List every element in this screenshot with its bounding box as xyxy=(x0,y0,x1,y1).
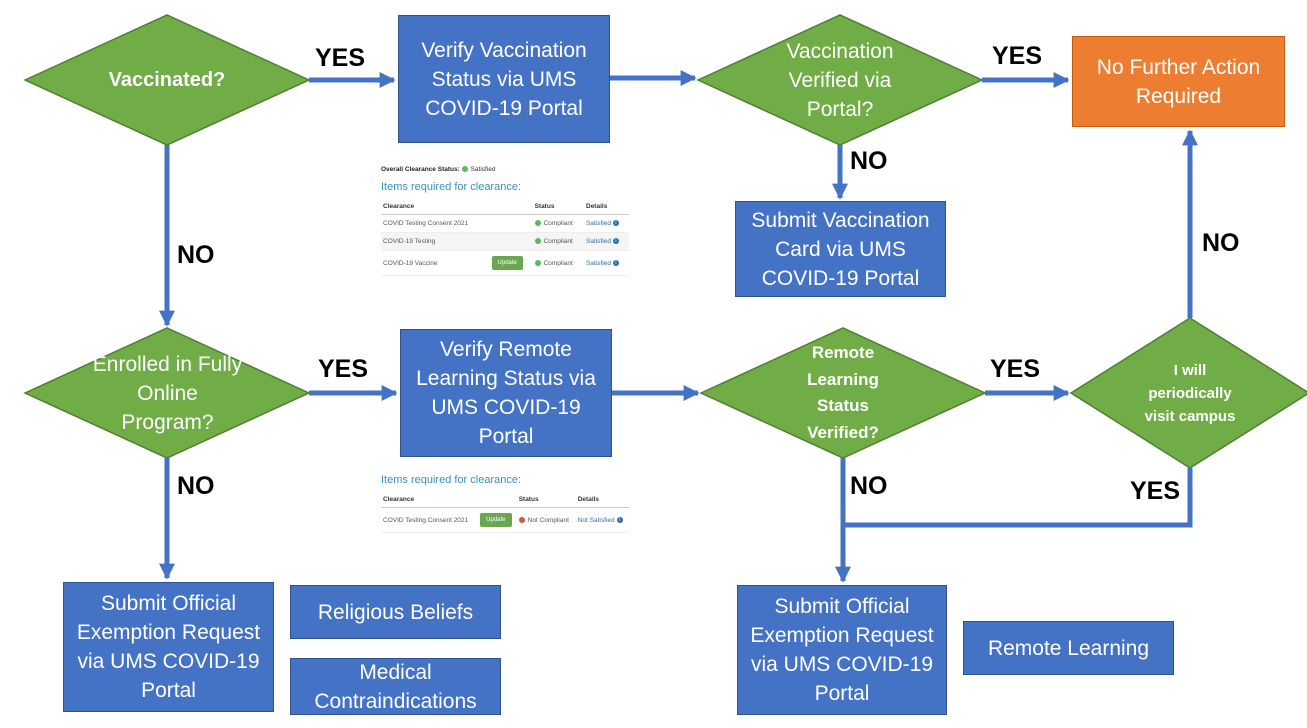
label-yes-verified: YES xyxy=(992,42,1043,70)
medical-contraindications-box: Medical Contraindications xyxy=(290,658,501,715)
clearance-name: COVID-19 Vaccine xyxy=(381,250,490,276)
details-link[interactable]: Satisfied xyxy=(586,238,611,245)
label-no-verified: NO xyxy=(850,147,888,175)
label-no-visit-campus: NO xyxy=(1202,229,1240,257)
table-row: COVID Testing Consent 2021 Compliant Sat… xyxy=(381,214,629,233)
clearance-status: Compliant xyxy=(543,259,573,267)
decision-visit-campus: I will periodically visit campus xyxy=(1144,361,1236,425)
label-yes-vaccinated: YES xyxy=(315,44,366,72)
label-no-enrolled: NO xyxy=(177,472,215,500)
decision-enrolled-online: Enrolled in Fully Online Program? xyxy=(92,352,243,434)
label-yes-visit-campus: YES xyxy=(1130,477,1181,505)
info-icon: i xyxy=(612,220,619,227)
label-no-vaccinated: NO xyxy=(177,241,215,269)
label-no-remote: NO xyxy=(850,472,888,500)
overall-status-value: Satisfied xyxy=(470,166,496,173)
column-header: Clearance xyxy=(381,199,490,215)
column-header: Clearance xyxy=(381,492,479,508)
status-ok-icon xyxy=(461,166,468,173)
verify-remote-learning-box: Verify Remote Learning Status via UMS CO… xyxy=(400,329,612,457)
column-header xyxy=(478,492,517,508)
column-header: Details xyxy=(575,492,629,508)
clearance-name: COVID-19 Testing xyxy=(381,232,490,251)
error-icon xyxy=(518,516,525,523)
clearance-screenshot-compliant: Overall Clearance Status: Satisfied Item… xyxy=(381,166,629,276)
label-yes-remote: YES xyxy=(990,355,1041,383)
update-button[interactable]: Update xyxy=(480,513,512,527)
clearance-table: Clearance Status Details COVID Testing C… xyxy=(381,492,629,533)
exemption-request-right-box: Submit Official Exemption Request via UM… xyxy=(737,585,947,715)
info-icon: i xyxy=(612,259,619,266)
table-header: Clearance Status Details xyxy=(381,199,629,215)
column-header xyxy=(489,199,533,215)
line-visit-campus-yes xyxy=(843,468,1193,528)
check-icon xyxy=(534,220,541,227)
info-icon: i xyxy=(616,516,623,523)
decision-visit-campus-shape xyxy=(1069,317,1307,469)
details-link[interactable]: Not Satisfied xyxy=(577,516,615,524)
clearance-heading: Items required for clearance: xyxy=(381,181,522,193)
details-link[interactable]: Satisfied xyxy=(586,259,611,267)
clearance-screenshot-not-compliant: Items required for clearance: Clearance … xyxy=(381,470,629,533)
decision-vaccinated: Vaccinated? xyxy=(108,69,226,91)
check-icon xyxy=(534,259,541,266)
column-header: Status xyxy=(532,199,584,215)
table-row: COVID Testing Consent 2021 Update Not Co… xyxy=(381,507,629,533)
religious-beliefs-box: Religious Beliefs xyxy=(290,585,501,639)
verify-vaccination-box: Verify Vaccination Status via UMS COVID-… xyxy=(398,15,610,143)
clearance-table: Clearance Status Details COVID Testing C… xyxy=(381,199,629,276)
column-header: Status xyxy=(516,492,576,508)
details-link[interactable]: Satisfied xyxy=(586,220,611,227)
clearance-name: COVID Testing Consent 2021 xyxy=(381,214,490,233)
clearance-status: Compliant xyxy=(543,238,573,245)
update-button[interactable]: Update xyxy=(491,256,523,270)
info-icon: i xyxy=(612,238,619,245)
submit-vaccination-card-box: Submit Vaccination Card via UMS COVID-19… xyxy=(735,201,946,297)
decision-vaccination-verified: Vaccination Verified via Portal? xyxy=(786,39,894,121)
remote-learning-box: Remote Learning xyxy=(963,621,1174,675)
clearance-status: Not Compliant xyxy=(527,516,569,524)
overall-status: Overall Clearance Status: Satisfied xyxy=(381,166,629,173)
clearance-heading: Items required for clearance: xyxy=(381,474,522,486)
clearance-status: Compliant xyxy=(543,220,573,227)
check-icon xyxy=(534,238,541,245)
table-row: COVID-19 Vaccine Update Compliant Satisf… xyxy=(381,250,629,276)
label-yes-enrolled: YES xyxy=(318,355,369,383)
decision-remote-verified: Remote Learning Status Verified? xyxy=(807,343,879,442)
clearance-name: COVID Testing Consent 2021 xyxy=(381,507,479,533)
table-header: Clearance Status Details xyxy=(381,492,629,508)
exemption-request-left-box: Submit Official Exemption Request via UM… xyxy=(63,582,274,712)
no-further-action-box: No Further Action Required xyxy=(1072,36,1285,127)
column-header: Details xyxy=(584,199,629,215)
overall-status-label: Overall Clearance Status: xyxy=(381,166,460,173)
